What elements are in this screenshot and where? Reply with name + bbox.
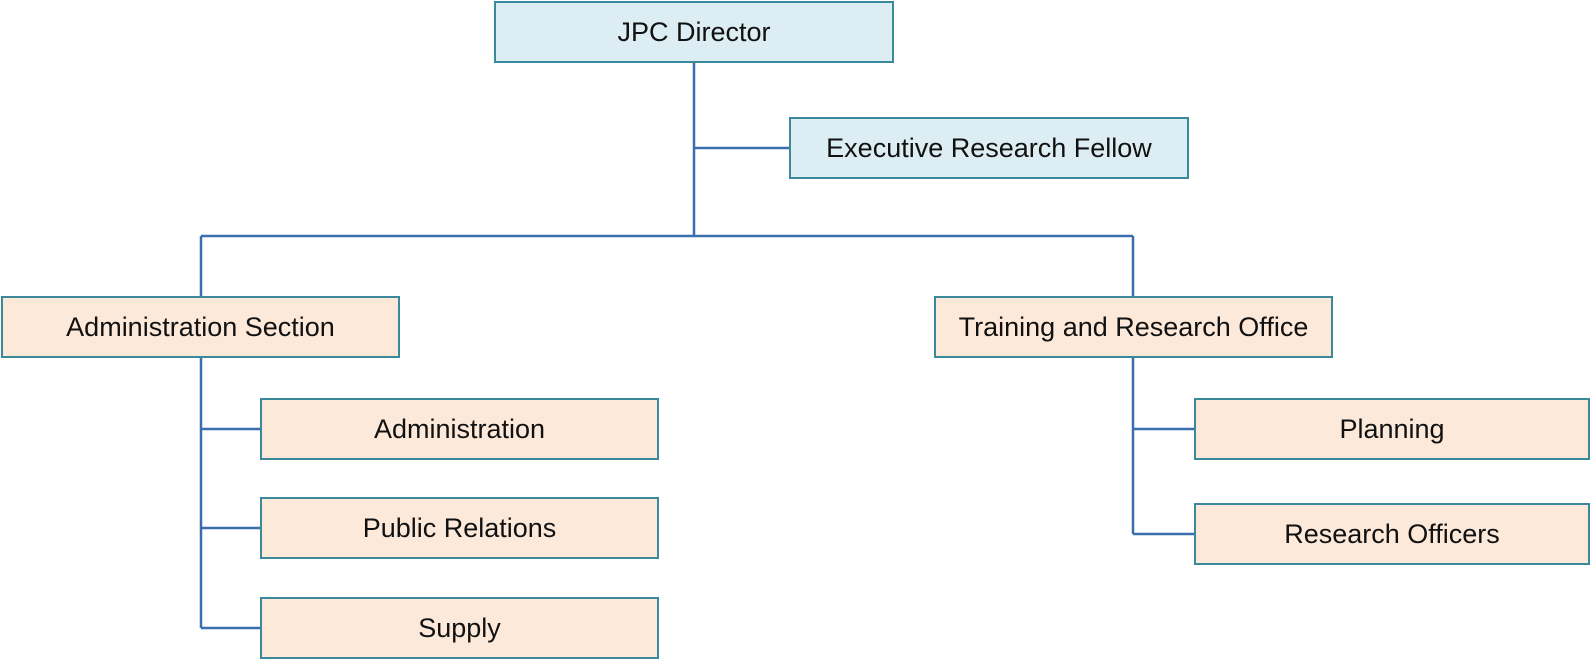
node-label: Planning [1339, 413, 1445, 444]
node-label: Public Relations [362, 512, 557, 543]
node-label: JPC Director [617, 16, 771, 47]
node-administration-section: Administration Section [1, 296, 400, 358]
node-label: Executive Research Fellow [826, 132, 1152, 163]
node-label: Research Officers [1284, 518, 1500, 549]
node-supply: Supply [260, 597, 659, 659]
node-label: Administration [373, 413, 546, 444]
node-research-officers: Research Officers [1194, 503, 1590, 565]
node-public-relations: Public Relations [260, 497, 659, 559]
node-label: Supply [418, 612, 501, 643]
node-training-research-office: Training and Research Office [934, 296, 1333, 358]
node-jpc-director: JPC Director [494, 1, 894, 63]
node-administration: Administration [260, 398, 659, 460]
node-label: Training and Research Office [958, 311, 1309, 342]
node-label: Administration Section [66, 311, 335, 342]
node-planning: Planning [1194, 398, 1590, 460]
node-executive-research-fellow: Executive Research Fellow [789, 117, 1189, 179]
